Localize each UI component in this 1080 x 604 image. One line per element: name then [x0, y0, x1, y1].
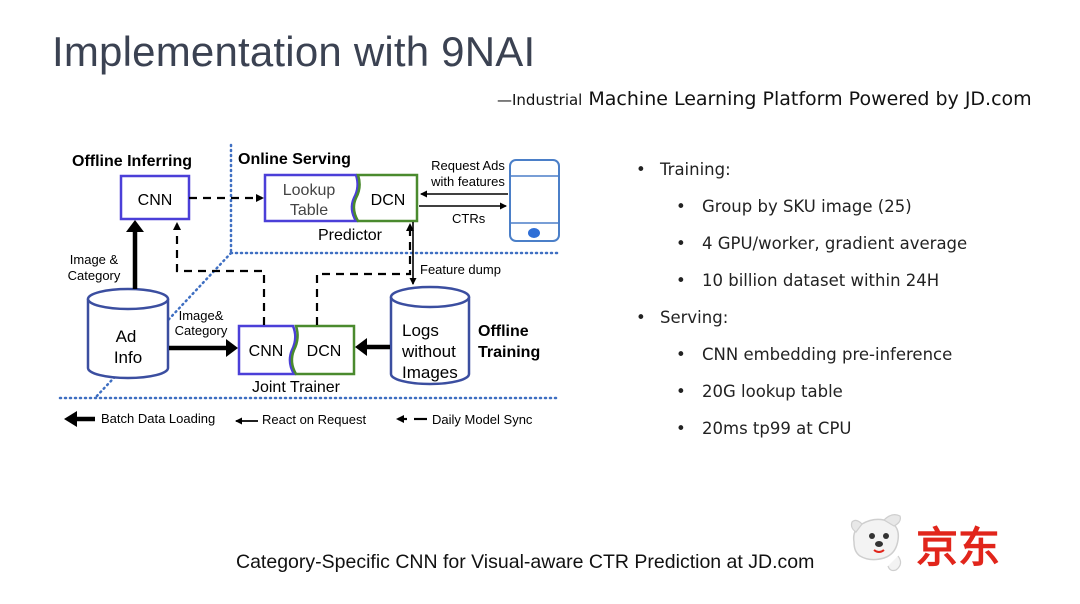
batch-arrowhead-left: [355, 338, 367, 356]
ad-info-database: Ad Info: [86, 287, 170, 380]
bullet-dot-icon: •: [676, 382, 686, 401]
bullet-dot-icon: •: [636, 160, 646, 179]
legend-react-label: React on Request: [262, 412, 366, 427]
batch-arrowhead-right: [226, 339, 238, 357]
logs-label-2: without: [401, 342, 456, 361]
heading-offline-inferring: Offline Inferring: [72, 153, 192, 170]
slide-title: Implementation with 9NAI: [52, 28, 536, 75]
joint-trainer-label: Joint Trainer: [252, 379, 341, 396]
bullet-item: • Training:: [636, 158, 1066, 195]
lookup-table-box: [263, 173, 359, 223]
predictor-label: Predictor: [318, 227, 383, 244]
request-ads-label-2: with features: [430, 174, 505, 189]
predictor-dcn-label: DCN: [371, 192, 406, 209]
sub-bullet-item: • CNN embedding pre-inference: [636, 343, 1066, 380]
feature-dump-label: Feature dump: [420, 262, 501, 277]
request-ads-label-1: Request Ads: [431, 158, 505, 173]
architecture-diagram: Offline Inferring Online Serving Offline…: [58, 143, 562, 427]
ctrs-label: CTRs: [452, 211, 486, 226]
jd-logo-text: 京东: [916, 523, 1000, 572]
jd-logo: 京东: [850, 514, 1000, 572]
bullet-list: • Training: • Group by SKU image (25) • 4 GPU…: [636, 158, 1066, 454]
subtitle-prefix: —Industrial: [497, 91, 583, 109]
legend: Batch Data Loading React on Request Dail…: [64, 411, 533, 427]
ad-info-label-1: Ad: [116, 327, 137, 346]
bullet-text: CNN embedding pre-inference: [702, 345, 953, 364]
sub-bullet-item: • 20G lookup table: [636, 380, 1066, 417]
heading-offline-training-2: Training: [478, 344, 540, 361]
sub-bullet-item: • 20ms tp99 at CPU: [636, 417, 1066, 454]
lookup-label-2: Table: [290, 202, 328, 219]
bullet-text: Serving:: [660, 308, 729, 327]
joint-cnn-box: [237, 324, 297, 376]
bullet-dot-icon: •: [676, 419, 686, 438]
image-category-mid-2: Category: [175, 323, 228, 338]
bullet-dot-icon: •: [636, 308, 646, 327]
slide-caption: Category-Specific CNN for Visual-aware C…: [236, 551, 815, 573]
legend-sync-label: Daily Model Sync: [432, 412, 533, 427]
heading-offline-training-1: Offline: [478, 323, 529, 340]
bullet-item: • Serving:: [636, 306, 1066, 343]
bullet-dot-icon: •: [676, 271, 686, 290]
phone-icon: [509, 159, 560, 242]
bullet-dot-icon: •: [676, 234, 686, 253]
joint-cnn-label: CNN: [249, 343, 284, 360]
logs-database: Logs without Images: [389, 285, 471, 386]
bullet-text: 10 billion dataset within 24H: [702, 271, 940, 290]
lookup-label-1: Lookup: [283, 182, 336, 199]
heading-online-serving: Online Serving: [238, 151, 351, 168]
joint-dcn-label: DCN: [307, 343, 342, 360]
image-category-mid-1: Image&: [179, 308, 224, 323]
sub-bullet-item: • Group by SKU image (25): [636, 195, 1066, 232]
bullet-text: Training:: [660, 160, 731, 179]
sub-bullet-item: • 4 GPU/worker, gradient average: [636, 232, 1066, 269]
subtitle-main: Machine Learning Platform Powered by JD.…: [582, 88, 1032, 110]
logs-label-3: Images: [402, 363, 458, 382]
offline-cnn-box: [119, 174, 191, 221]
image-category-left-2: Category: [68, 268, 121, 283]
predictor-dcn-box: [352, 173, 419, 223]
bullet-text: 20G lookup table: [702, 382, 843, 401]
bullet-dot-icon: •: [676, 345, 686, 364]
sub-bullet-item: • 10 billion dataset within 24H: [636, 269, 1066, 306]
image-category-left-1: Image &: [70, 252, 119, 267]
bullet-text: 4 GPU/worker, gradient average: [702, 234, 968, 253]
sync-arrow-joint-dcn-to-predictor: [315, 223, 414, 325]
legend-batch-label: Batch Data Loading: [101, 411, 215, 426]
offline-cnn-label: CNN: [138, 192, 173, 209]
joint-dcn-box: [290, 324, 356, 376]
batch-arrowhead-up: [126, 220, 144, 232]
bullet-dot-icon: •: [676, 197, 686, 216]
jd-dog-mascot-icon: [850, 514, 902, 572]
slide-subtitle: —Industrial Machine Learning Platform Po…: [497, 88, 1032, 110]
logs-label-1: Logs: [402, 321, 439, 340]
bullet-text: 20ms tp99 at CPU: [702, 419, 852, 438]
ad-info-label-2: Info: [114, 348, 142, 367]
bullet-text: Group by SKU image (25): [702, 197, 912, 216]
